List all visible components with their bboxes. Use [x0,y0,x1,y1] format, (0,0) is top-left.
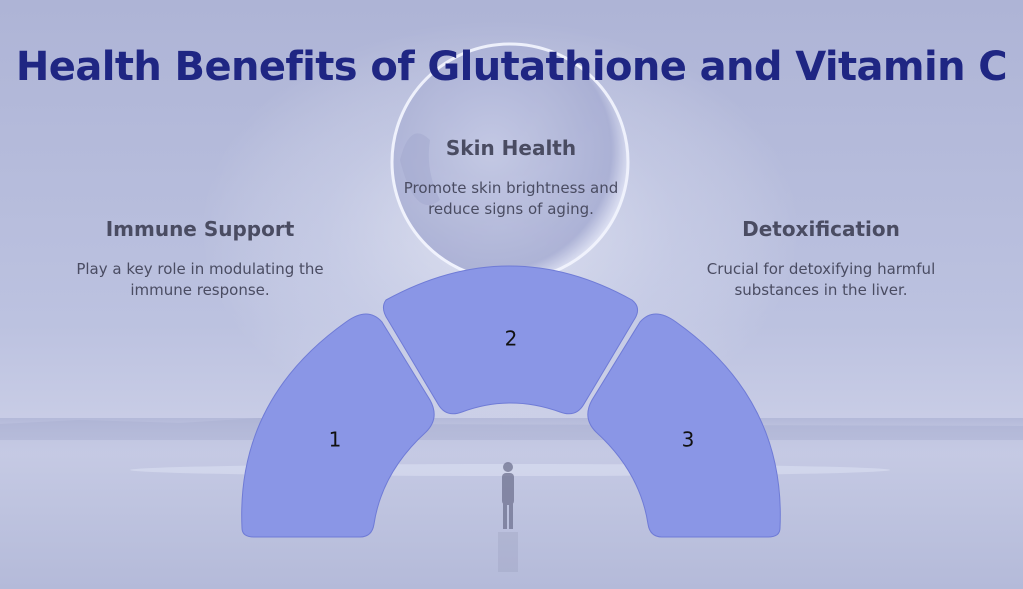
segment-number-3: 3 [682,428,695,452]
benefit-heading: Skin Health [445,136,577,160]
benefit-description: Play a key role in modulating the immune… [76,260,324,299]
segment-number-2: 2 [505,327,518,351]
benefit-heading: Detoxification [742,217,900,241]
arc-segment-2: 2 [382,265,638,415]
benefit-skin-health: Skin Health Promote skin brightness and … [380,136,642,220]
person-silhouette [502,462,514,529]
benefit-heading: Immune Support [105,217,295,241]
benefit-detoxification: Detoxification Crucial for detoxifying h… [680,217,962,301]
arc-segment-1: 1 [241,313,435,538]
arc-segment-3: 3 [587,313,781,538]
benefit-description: Crucial for detoxifying harmful substanc… [706,260,936,299]
benefit-description: Promote skin brightness and reduce signs… [403,179,619,218]
benefit-immune-support: Immune Support Play a key role in modula… [60,217,340,301]
segment-number-1: 1 [329,428,342,452]
page-title: Health Benefits of Glutathione and Vitam… [15,44,1008,90]
